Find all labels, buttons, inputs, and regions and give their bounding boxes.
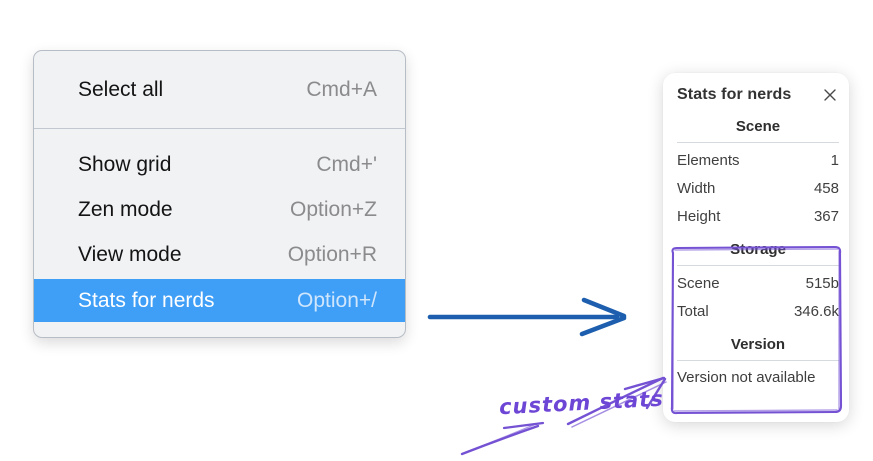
- context-menu: Select all Cmd+A Show grid Cmd+' Zen mod…: [33, 50, 406, 338]
- section-heading: Scene: [735, 118, 781, 135]
- menu-item-label: Select all: [78, 77, 164, 101]
- menu-item-label: View mode: [78, 242, 182, 266]
- menu-item-shortcut: Option+R: [287, 242, 377, 266]
- menu-item-label: Zen mode: [78, 197, 173, 221]
- menu-group-top: Select all Cmd+A: [34, 51, 405, 128]
- stats-panel-title: Stats for nerds: [677, 86, 792, 103]
- menu-item-shortcut: Option+Z: [290, 197, 377, 221]
- menu-group-bottom: Show grid Cmd+' Zen mode Option+Z View m…: [34, 129, 405, 337]
- stat-value: 458: [813, 180, 839, 197]
- menu-item-show-grid[interactable]: Show grid Cmd+': [34, 142, 405, 187]
- menu-item-label: Show grid: [78, 152, 172, 176]
- menu-item-shortcut: Cmd+': [316, 152, 377, 176]
- stat-value: 367: [813, 208, 839, 225]
- stats-panel-header: Stats for nerds: [677, 86, 839, 104]
- stat-value: 515b: [805, 275, 839, 292]
- stat-label: Elements: [677, 152, 740, 169]
- stat-label: Scene: [677, 275, 720, 292]
- stat-value: 346.6k: [793, 303, 839, 320]
- menu-item-shortcut: Cmd+A: [306, 77, 377, 101]
- menu-divider: [34, 128, 405, 129]
- stats-section-scene: Scene Elements 1 Width 458 Height 367: [677, 118, 839, 231]
- stat-label: Height: [677, 208, 721, 225]
- section-rule: [677, 360, 839, 361]
- stats-panel: Stats for nerds Scene Elements 1 Width 4…: [663, 73, 849, 422]
- section-heading: Version: [730, 336, 786, 353]
- version-note: Version not available: [677, 369, 816, 386]
- stats-section-storage: Storage Scene 515b Total 346.6k: [677, 241, 839, 326]
- menu-item-stats-for-nerds[interactable]: Stats for nerds Option+/: [34, 279, 405, 322]
- arrow-right-connector: [427, 297, 627, 337]
- custom-stats-annotation: custom stats: [498, 386, 665, 420]
- section-rule: [677, 142, 839, 143]
- stat-row-width: Width 458: [677, 175, 839, 203]
- section-rule: [677, 265, 839, 266]
- menu-item-zen-mode[interactable]: Zen mode Option+Z: [34, 187, 405, 232]
- stats-section-version: Version Version not available: [677, 336, 839, 391]
- menu-item-label: Stats for nerds: [78, 288, 215, 312]
- menu-item-view-mode[interactable]: View mode Option+R: [34, 232, 405, 277]
- stat-row-elements: Elements 1: [677, 147, 839, 175]
- menu-item-select-all[interactable]: Select all Cmd+A: [34, 59, 405, 120]
- stat-label: Width: [677, 180, 716, 197]
- stat-row-scene-storage: Scene 515b: [677, 270, 839, 298]
- stat-value: 1: [830, 152, 839, 169]
- stat-row-total-storage: Total 346.6k: [677, 298, 839, 326]
- close-icon[interactable]: [821, 86, 839, 104]
- menu-item-shortcut: Option+/: [297, 288, 377, 312]
- section-heading: Storage: [730, 241, 786, 258]
- stat-label: Total: [677, 303, 709, 320]
- stat-row-height: Height 367: [677, 203, 839, 231]
